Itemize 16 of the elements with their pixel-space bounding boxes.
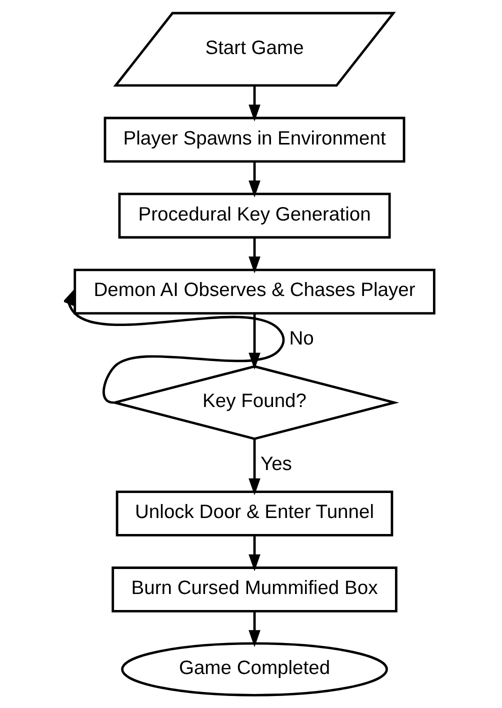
arrow [248, 536, 260, 572]
node-ellipse: Game Completed [120, 642, 388, 696]
node-box: Player Spawns in Environment [103, 116, 405, 163]
arrow [248, 439, 260, 496]
node-box: Burn Cursed Mummified Box [111, 566, 397, 612]
arrow [248, 162, 260, 198]
arrow [248, 314, 260, 370]
arrow [248, 86, 260, 122]
edge-label: Yes [260, 454, 292, 475]
arrow [248, 238, 260, 274]
edge-label: No [288, 328, 314, 350]
arrow [248, 611, 260, 648]
node-box: Unlock Door & Enter Tunnel [115, 490, 393, 536]
node-box: Demon AI Observes & Chases Player [73, 268, 435, 315]
node-box: Procedural Key Generation [118, 192, 390, 239]
arrow [64, 288, 284, 404]
